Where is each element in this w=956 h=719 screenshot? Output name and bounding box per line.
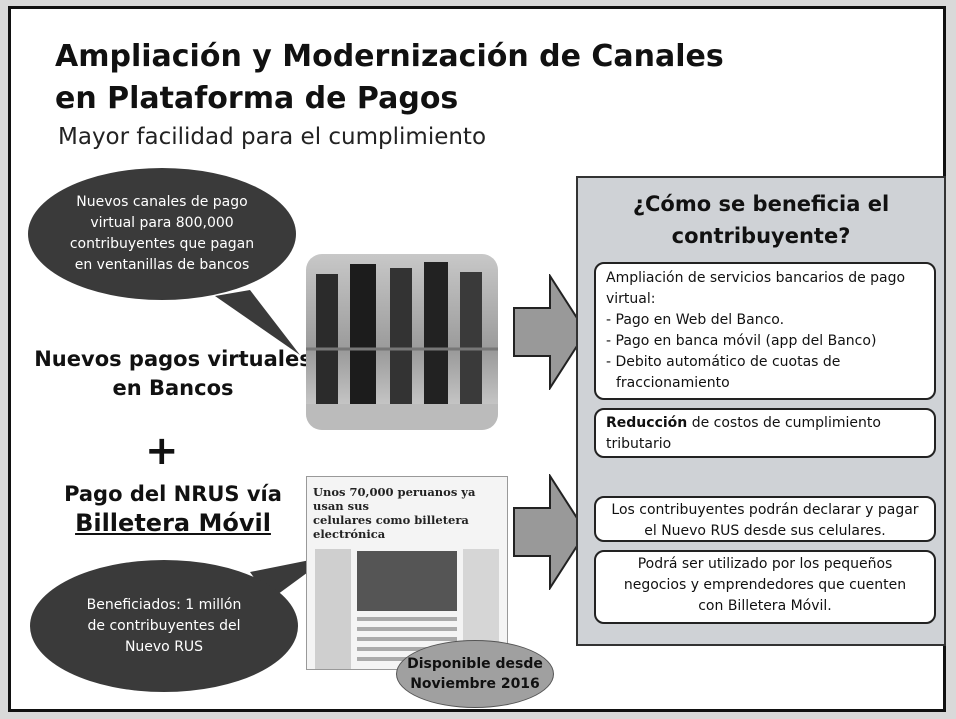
- heading-virtual-payments-line-1: Nuevos pagos virtuales: [34, 347, 312, 371]
- availability-line-1: Disponible desde: [407, 656, 543, 672]
- title-line-1: Ampliación y Modernización de Canales: [55, 39, 724, 74]
- benefits-heading-line-1: ¿Cómo se beneficia el: [632, 192, 890, 216]
- arrow-right-icon: [513, 474, 588, 590]
- newspaper-headline-line-1: Unos 70,000 peruanos ya usan sus: [313, 485, 476, 513]
- plus-sign: +: [145, 428, 179, 474]
- queue-people-illustration: [306, 262, 498, 430]
- queue-photo: [306, 254, 498, 430]
- title-line-2: en Plataforma de Pagos: [55, 81, 459, 116]
- bubble-bottom-line-2: de contribuyentes del: [87, 617, 241, 634]
- bubble-top-line-4: en ventanillas de bancos: [74, 257, 250, 273]
- card1-intro-line-1: Ampliación de servicios bancarios de pag…: [606, 270, 906, 286]
- card2-bold-text: Reducción: [606, 415, 688, 431]
- card2-rest-text: de costos de cumplimiento: [687, 415, 881, 431]
- benefits-heading-line-2: contribuyente?: [671, 224, 851, 248]
- slide-title: Ampliación y Modernización de Canales en…: [55, 36, 815, 120]
- card1-item-3-line-1: - Debito automático de cuotas de: [606, 354, 841, 370]
- arrow-right-icon: [513, 274, 588, 390]
- card1-item-2: - Pago en banca móvil (app del Banco): [606, 333, 877, 349]
- card2-line-2: tributario: [606, 436, 672, 452]
- speech-bubble-top: Nuevos canales de pago virtual para 800,…: [28, 168, 296, 300]
- card3-line-2: el Nuevo RUS desde sus celulares.: [644, 523, 886, 539]
- card3-line-1: Los contribuyentes podrán declarar y pag…: [611, 502, 919, 518]
- card1-item-3-line-2: fraccionamiento: [616, 375, 730, 391]
- card4-line-3: con Billetera Móvil.: [698, 598, 832, 614]
- bubble-top-line-3: contribuyentes que pagan: [69, 236, 255, 252]
- benefit-card-declare-pay: Los contribuyentes podrán declarar y pag…: [594, 496, 936, 542]
- bubble-bottom-line-3: Nuevo RUS: [124, 638, 204, 655]
- heading-mobile-wallet-line-1: Pago del NRUS vía: [64, 482, 282, 506]
- heading-virtual-payments-line-2: en Bancos: [112, 376, 234, 400]
- speech-bubble-bottom: Beneficiados: 1 millón de contribuyentes…: [30, 560, 298, 692]
- bubble-bottom-line-1: Beneficiados: 1 millón: [86, 596, 242, 613]
- benefits-heading: ¿Cómo se beneficia el contribuyente?: [576, 188, 946, 252]
- availability-badge: Disponible desde Noviembre 2016: [396, 640, 554, 708]
- card1-item-1: - Pago en Web del Banco.: [606, 312, 785, 328]
- slide-subtitle: Mayor facilidad para el cumplimiento: [58, 124, 487, 150]
- heading-mobile-wallet: Pago del NRUS vía Billetera Móvil: [28, 480, 318, 538]
- bubble-top-line-1: Nuevos canales de pago: [76, 194, 248, 210]
- benefit-card-banking: Ampliación de servicios bancarios de pag…: [594, 262, 936, 400]
- heading-virtual-payments: Nuevos pagos virtuales en Bancos: [28, 345, 318, 403]
- benefit-card-small-business: Podrá ser utilizado por los pequeños neg…: [594, 550, 936, 624]
- card4-line-2: negocios y emprendedores que cuenten: [623, 577, 907, 593]
- card1-intro-line-2: virtual:: [606, 291, 656, 307]
- heading-mobile-wallet-line-2: Billetera Móvil: [75, 509, 271, 537]
- bubble-top-line-2: virtual para 800,000: [90, 215, 234, 231]
- newspaper-headline-line-2: celulares como billetera electrónica: [313, 513, 469, 541]
- card4-line-1: Podrá ser utilizado por los pequeños: [637, 556, 893, 572]
- availability-line-2: Noviembre 2016: [410, 676, 540, 692]
- benefit-card-cost-reduction: Reducción de costos de cumplimiento trib…: [594, 408, 936, 458]
